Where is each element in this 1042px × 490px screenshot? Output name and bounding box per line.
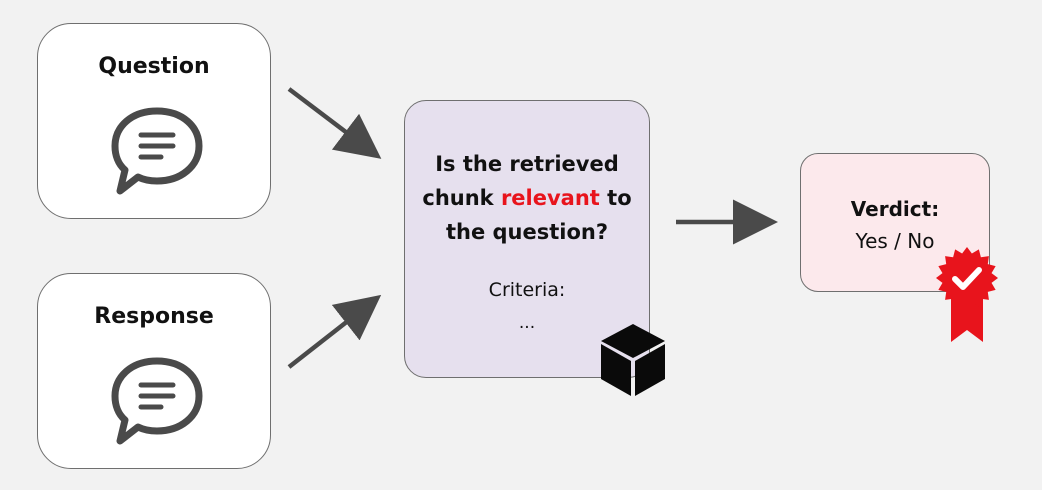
question-title: Question <box>98 54 210 79</box>
judge-card: Is the retrieved chunk relevant to the q… <box>404 100 650 378</box>
speech-bubble-icon <box>111 107 203 195</box>
award-badge-icon <box>936 247 998 342</box>
criteria-label: Criteria: <box>488 279 566 301</box>
judge-question-to: to <box>599 186 632 210</box>
criteria-placeholder: ... <box>518 313 536 333</box>
judge-question-chunk: chunk <box>422 186 501 210</box>
response-title: Response <box>94 304 214 329</box>
verdict-title: Verdict: <box>850 197 940 221</box>
arrow-response-to-judge <box>287 294 382 369</box>
question-card: Question <box>37 23 271 219</box>
arrow-question-to-judge <box>287 87 382 159</box>
response-card: Response <box>37 273 271 469</box>
judge-question-highlight: relevant <box>500 186 600 210</box>
speech-bubble-icon <box>111 357 203 445</box>
judge-question-line1: Is the retrieved <box>435 152 619 176</box>
verdict-value: Yes / No <box>855 229 935 253</box>
cube-icon <box>601 324 665 396</box>
judge-question: Is the retrieved chunk relevant to the q… <box>405 147 649 249</box>
judge-question-line3: the question? <box>445 220 609 244</box>
